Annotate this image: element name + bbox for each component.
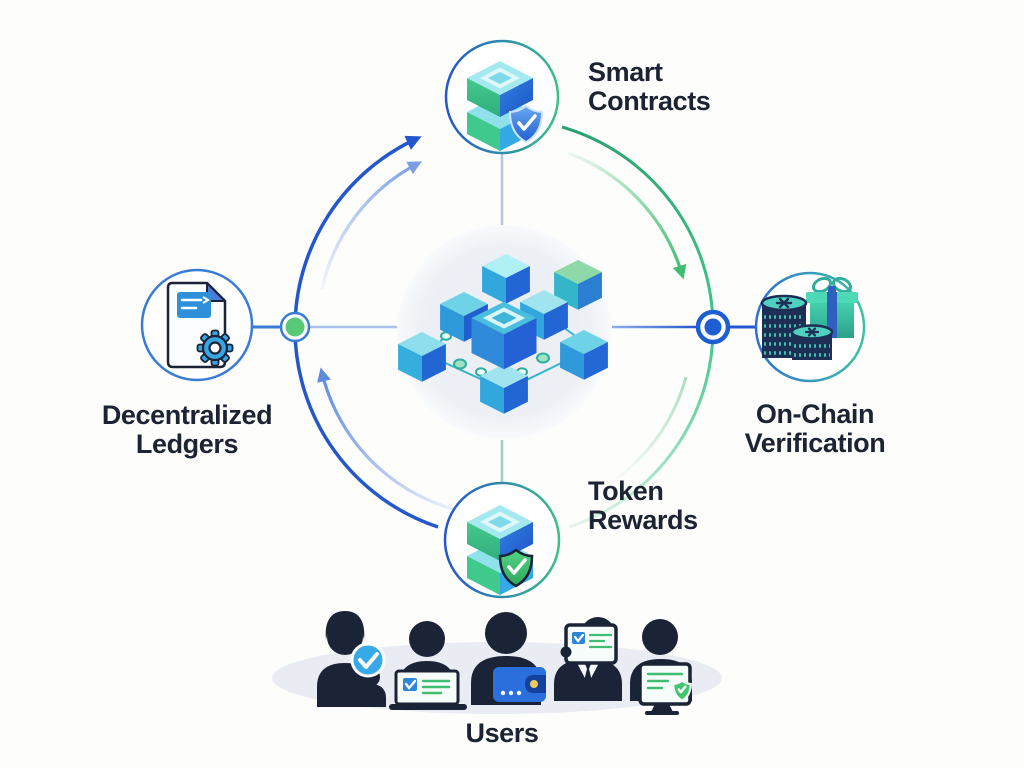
coin-stack-large [760, 294, 808, 358]
arc-verification-to-rewards [568, 327, 715, 529]
label-token-rewards: Token Rewards [588, 477, 698, 535]
label-decentralized-ledgers: Decentralized Ledgers [87, 401, 287, 459]
wallet-person-icon [471, 612, 546, 705]
label-users-text: Users [465, 718, 539, 748]
connector-dot-right [695, 309, 731, 345]
connector-dot-left [279, 311, 311, 343]
laptop-person-icon [389, 621, 467, 710]
node-smart-contracts [444, 39, 560, 155]
label-token-rewards-line2: Rewards [588, 505, 698, 535]
connector-lines [253, 154, 757, 482]
blockchain-cube-network-icon [397, 225, 611, 439]
stacked-blocks-shield-check-icon [467, 505, 534, 595]
flow-ring [293, 125, 715, 529]
label-decentralized-ledgers-line2: Ledgers [135, 429, 239, 459]
label-on-chain-verification: On-Chain Verification [715, 400, 915, 458]
label-token-rewards-line1: Token [588, 476, 664, 506]
label-on-chain-verification-line2: Verification [744, 428, 886, 458]
verified-person-icon [317, 611, 386, 707]
label-users: Users [402, 719, 602, 748]
arrow-contracts-to-verification [567, 151, 687, 280]
gear-icon [196, 329, 234, 367]
tablet-person-icon [554, 617, 622, 701]
coin-stack-gift-icon [760, 276, 858, 360]
monitor-person-icon [630, 619, 692, 715]
center-genesis-cube [471, 301, 537, 370]
label-smart-contracts-line1: Smart [588, 57, 663, 87]
label-smart-contracts: Smart Contracts [588, 57, 711, 116]
user-group-icon [272, 611, 722, 715]
coin-stack-small [790, 324, 834, 360]
node-on-chain-verification [754, 271, 866, 383]
label-on-chain-verification-line1: On-Chain [755, 399, 875, 429]
node-decentralized-ledgers [140, 268, 254, 382]
arc-contracts-to-verification [561, 125, 715, 329]
arc-verification-to-rewards-inner [611, 376, 688, 484]
label-smart-contracts-line2: Contracts [588, 86, 711, 116]
stacked-blocks-shield-check-icon [467, 61, 543, 151]
label-decentralized-ledgers-line1: Decentralized [101, 400, 273, 430]
node-token-rewards [443, 481, 561, 599]
arrow-ledgers-to-contracts-inner [320, 161, 422, 290]
arc-rewards-to-ledgers [293, 327, 439, 529]
arrow-ledgers-to-contracts [293, 135, 422, 329]
arrow-rewards-to-ledgers-inner [317, 367, 466, 514]
ledger-document-gear-icon [166, 281, 234, 369]
